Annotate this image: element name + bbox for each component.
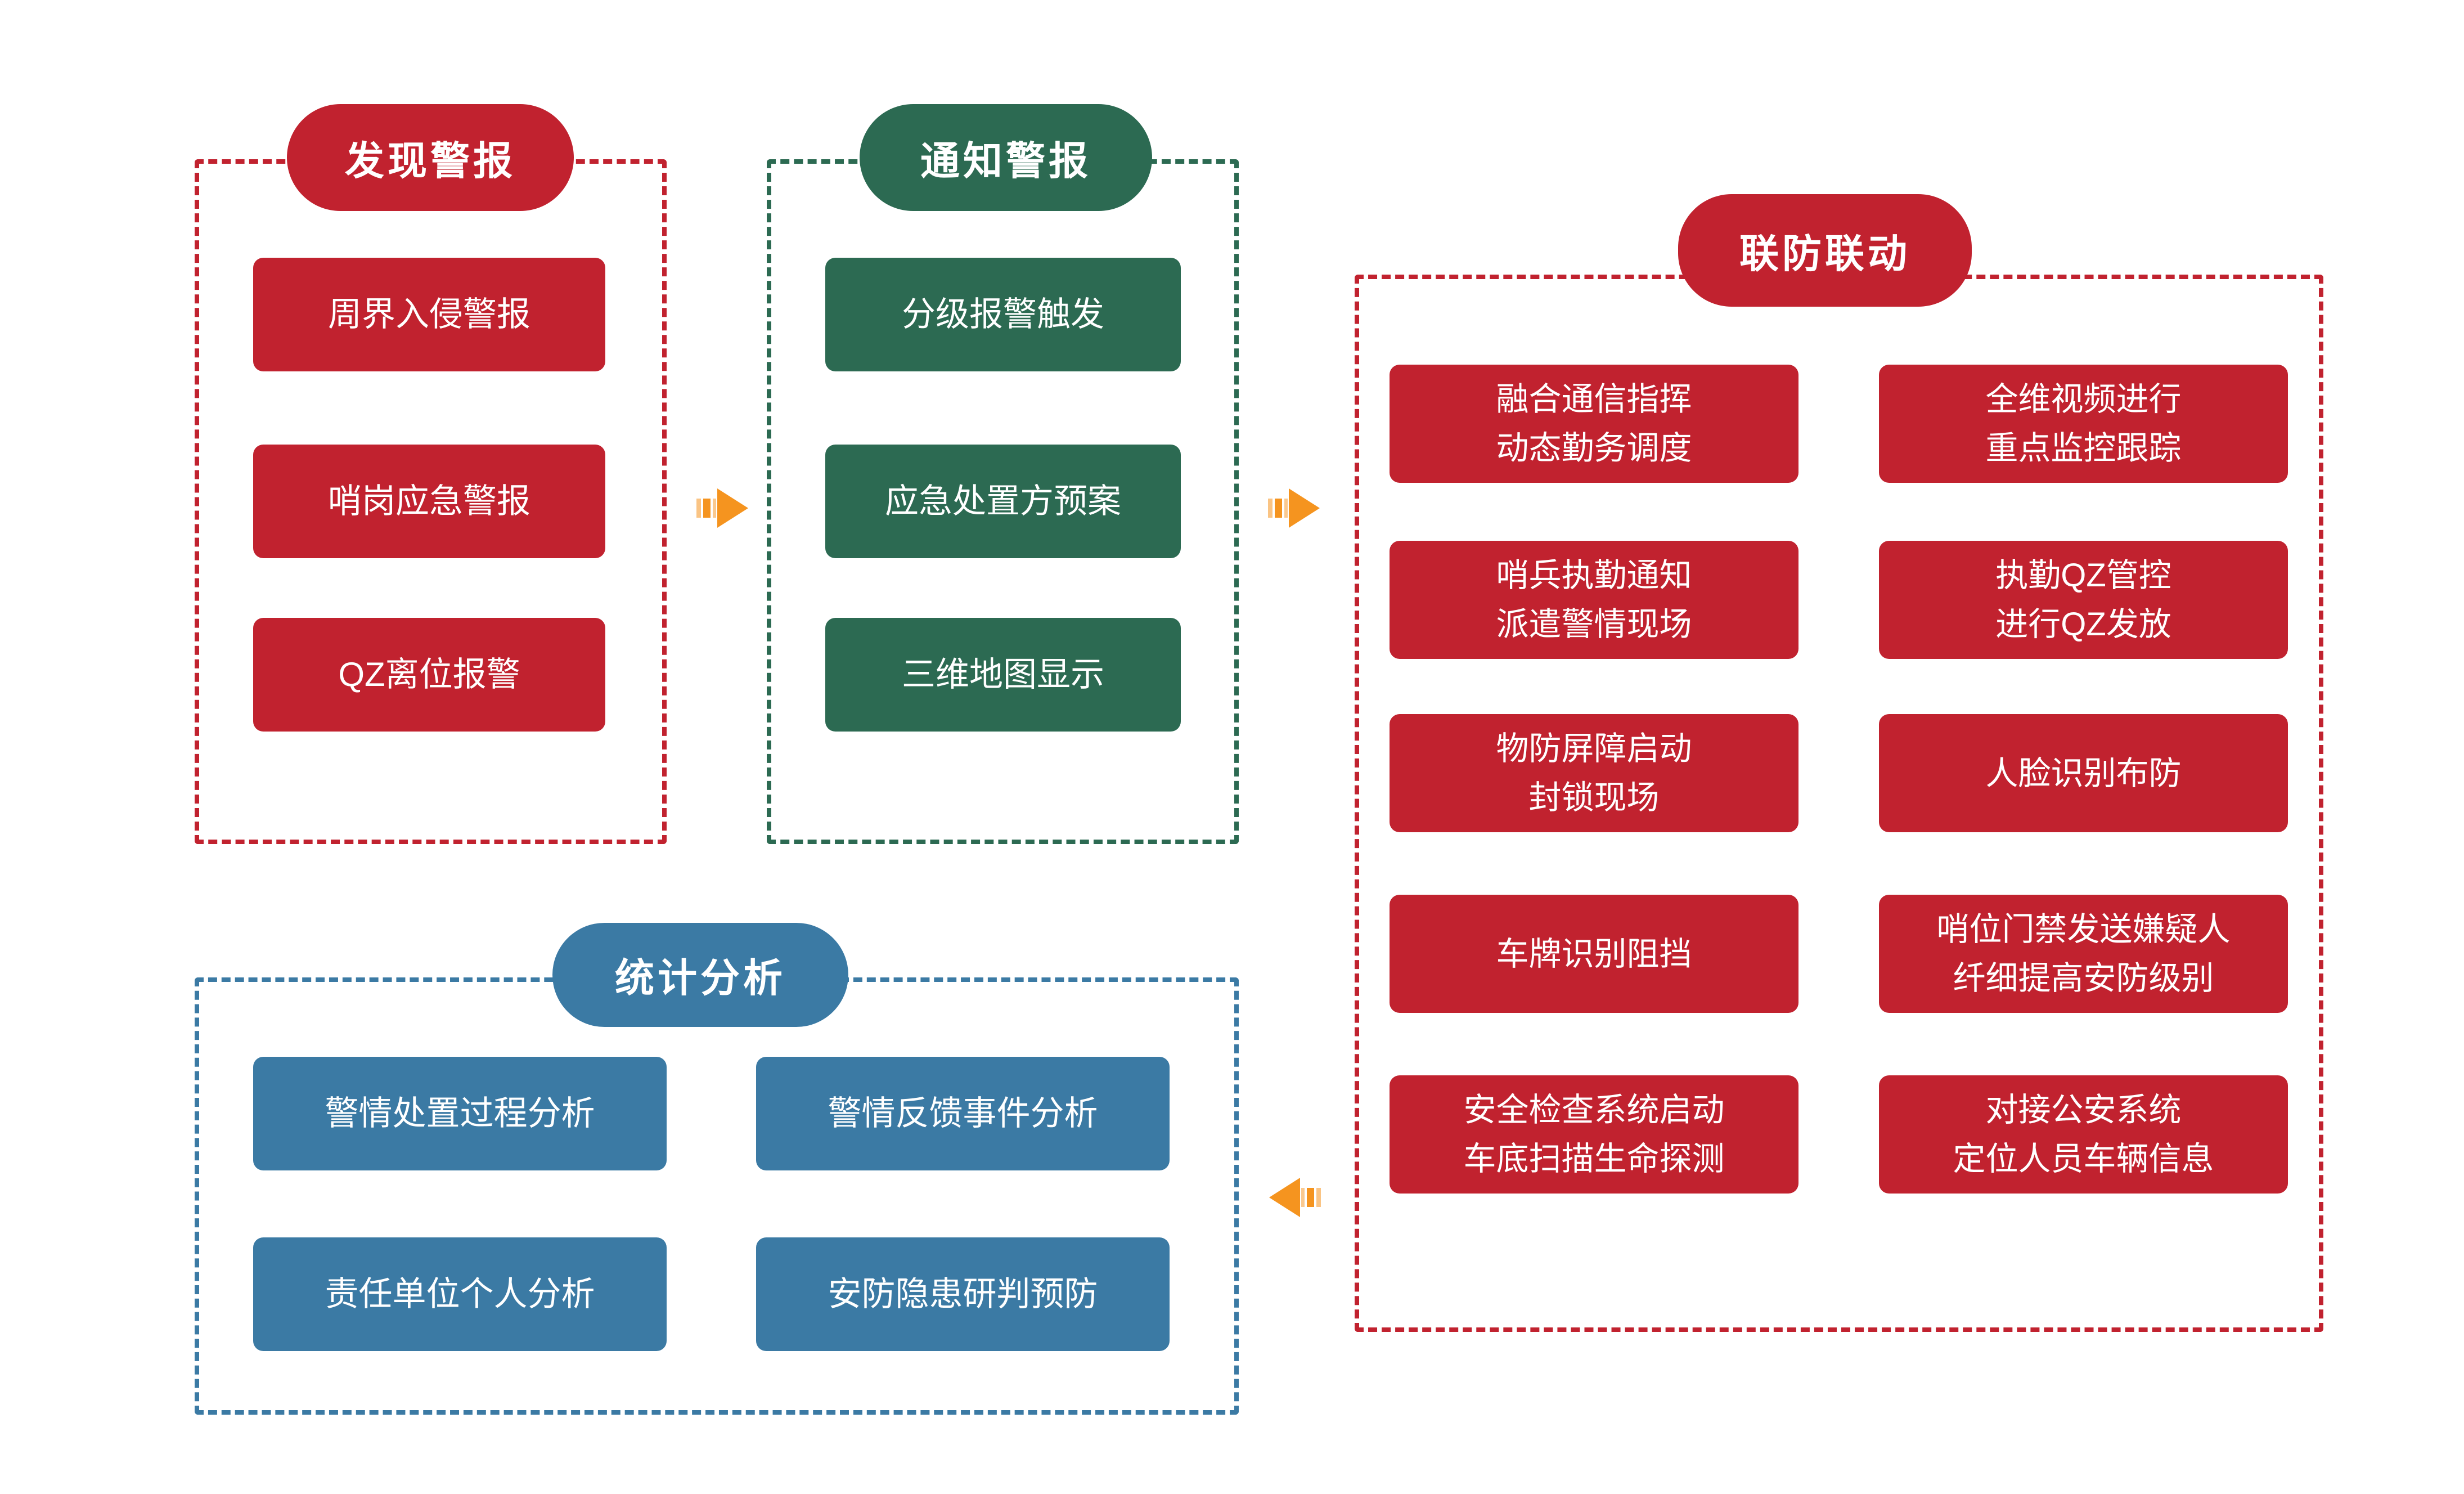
joint-box-8: 哨位门禁发送嫌疑人 纤细提高安防级别 bbox=[1879, 895, 2288, 1013]
joint-box-6: 人脸识别布防 bbox=[1879, 714, 2288, 832]
joint-box-7: 车牌识别阻挡 bbox=[1390, 895, 1798, 1013]
joint-box-3: 哨兵执勤通知 派遣警情现场 bbox=[1390, 541, 1798, 659]
arrow-notify-to-joint-icon bbox=[1268, 488, 1320, 528]
joint-box-2-line-1: 全维视频进行 bbox=[1985, 381, 2182, 418]
arrow-joint-to-stats-icon bbox=[1269, 1178, 1321, 1217]
joint-box-4-line-2: 进行QZ发放 bbox=[1995, 606, 2171, 643]
joint-box-4-line-1: 执勤QZ管控 bbox=[1995, 557, 2171, 594]
stats-box-3: 责任单位个人分析 bbox=[253, 1237, 667, 1351]
joint-box-8-line-2: 纤细提高安防级别 bbox=[1953, 960, 2214, 997]
joint-box-1-line-1: 融合通信指挥 bbox=[1496, 381, 1692, 418]
notify-box-3: 三维地图显示 bbox=[825, 618, 1181, 732]
notify-box-1: 分级报警触发 bbox=[825, 258, 1181, 371]
joint-box-1: 融合通信指挥 动态勤务调度 bbox=[1390, 365, 1798, 483]
joint-box-9-line-2: 车底扫描生命探测 bbox=[1463, 1141, 1725, 1177]
stats-box-4: 安防隐患研判预防 bbox=[756, 1237, 1170, 1351]
stats-box-1: 警情处置过程分析 bbox=[253, 1057, 667, 1170]
discover-box-1: 周界入侵警报 bbox=[253, 258, 605, 371]
joint-box-9: 安全检查系统启动 车底扫描生命探测 bbox=[1390, 1075, 1798, 1194]
arrow-discover-to-notify-icon bbox=[696, 488, 748, 528]
joint-box-3-line-2: 派遣警情现场 bbox=[1496, 606, 1692, 643]
joint-box-2: 全维视频进行 重点监控跟踪 bbox=[1879, 365, 2288, 483]
discover-box-2: 哨岗应急警报 bbox=[253, 445, 605, 558]
joint-box-9-line-1: 安全检查系统启动 bbox=[1463, 1092, 1725, 1128]
joint-box-3-line-1: 哨兵执勤通知 bbox=[1496, 557, 1692, 594]
joint-box-5-line-2: 封锁现场 bbox=[1528, 779, 1660, 816]
joint-box-5-line-1: 物防屏障启动 bbox=[1496, 730, 1692, 767]
notify-section-header: 通知警报 bbox=[860, 104, 1152, 211]
joint-box-7-line-1: 车牌识别阻挡 bbox=[1496, 935, 1692, 972]
joint-box-2-line-2: 重点监控跟踪 bbox=[1985, 430, 2182, 466]
discover-box-3: QZ离位报警 bbox=[253, 618, 605, 732]
joint-box-10-line-1: 对接公安系统 bbox=[1985, 1092, 2182, 1128]
joint-box-5: 物防屏障启动 封锁现场 bbox=[1390, 714, 1798, 832]
joint-box-4: 执勤QZ管控 进行QZ发放 bbox=[1879, 541, 2288, 659]
notify-box-2: 应急处置方预案 bbox=[825, 445, 1181, 558]
stats-section-header: 统计分析 bbox=[552, 923, 848, 1027]
stats-box-2: 警情反馈事件分析 bbox=[756, 1057, 1170, 1170]
joint-box-10: 对接公安系统 定位人员车辆信息 bbox=[1879, 1075, 2288, 1194]
discover-section-header: 发现警报 bbox=[287, 104, 574, 211]
joint-section-header: 联防联动 bbox=[1678, 194, 1972, 307]
joint-box-10-line-2: 定位人员车辆信息 bbox=[1953, 1141, 2214, 1177]
joint-box-1-line-2: 动态勤务调度 bbox=[1496, 430, 1692, 466]
joint-box-6-line-1: 人脸识别布防 bbox=[1985, 755, 2182, 792]
joint-box-8-line-1: 哨位门禁发送嫌疑人 bbox=[1936, 911, 2231, 948]
